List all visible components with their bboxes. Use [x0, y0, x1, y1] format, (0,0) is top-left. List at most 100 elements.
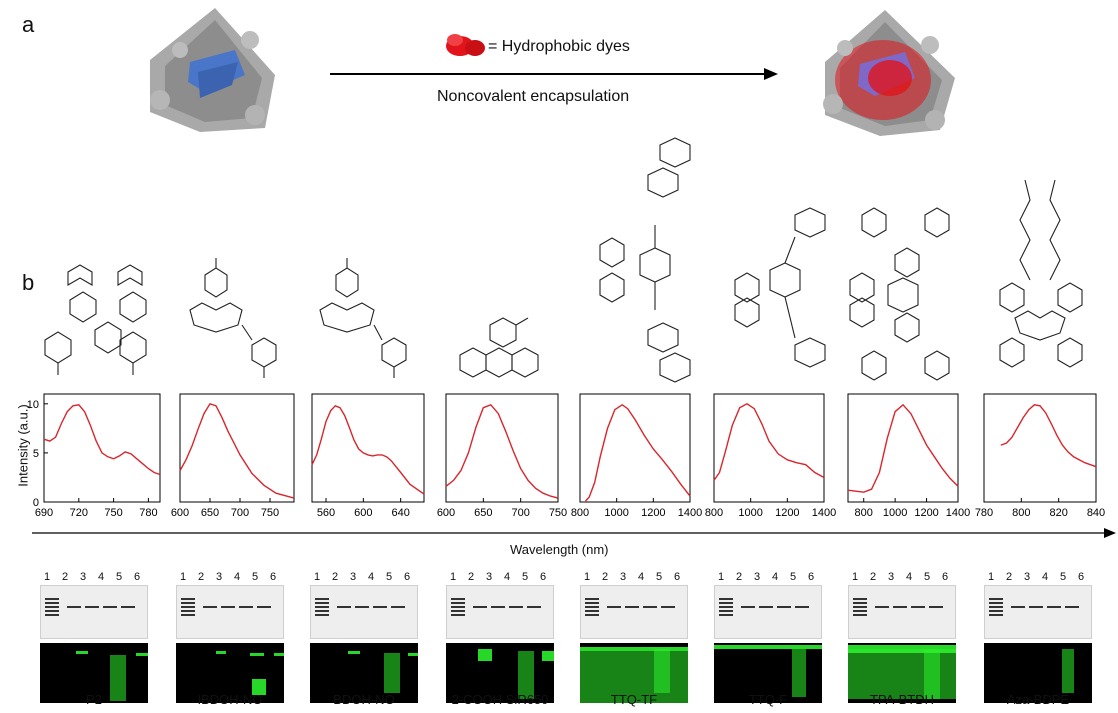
arrow-label: Noncovalent encapsulation	[437, 88, 630, 105]
spectrum-line	[179, 402, 295, 499]
molecule-ibdoh-no	[189, 258, 277, 378]
lane-number: 2	[602, 571, 609, 583]
x-tick-label: 700	[231, 507, 249, 519]
x-tick-label: 690	[35, 507, 53, 519]
lane-number: 3	[754, 571, 761, 583]
loaded-cage-icon	[823, 10, 955, 136]
chart-frame	[713, 393, 825, 503]
x-axis-label: Wavelength (nm)	[510, 542, 609, 557]
lane-number: 5	[924, 571, 931, 583]
lane-number: 2	[736, 571, 743, 583]
dye-name-label: BDOH-NO	[333, 692, 395, 707]
lane-number: 1	[450, 571, 457, 583]
x-tick-label: 1200	[641, 507, 665, 519]
x-tick-label: 800	[571, 507, 589, 519]
lane-number: 6	[674, 571, 681, 583]
x-tick-label: 840	[1087, 507, 1105, 519]
molecule-tpa-btdh	[849, 207, 950, 381]
spectrum-line	[847, 403, 959, 493]
lane-number: 5	[656, 571, 663, 583]
lane-number: 6	[134, 571, 141, 583]
gel-fluorescence-image	[40, 643, 148, 703]
lane-number: 3	[486, 571, 493, 583]
spectrum-line	[584, 403, 691, 502]
molecule-p2	[44, 264, 147, 375]
lane-number: 1	[180, 571, 187, 583]
x-tick-label: 1400	[678, 507, 702, 519]
molecule-ttq-tf	[599, 137, 691, 383]
x-tick-label: 650	[474, 507, 492, 519]
lane-number: 5	[1060, 571, 1067, 583]
lane-number: 4	[98, 571, 105, 583]
x-tick-label: 800	[705, 507, 723, 519]
x-tick-label: 1000	[883, 507, 907, 519]
chart-frame	[579, 393, 691, 503]
gel-stained-image	[446, 585, 554, 639]
spectrum-line	[713, 402, 825, 481]
x-tick-label: 800	[1012, 507, 1030, 519]
x-tick-label: 780	[975, 507, 993, 519]
gel-fluorescence-image	[714, 643, 822, 703]
lane-number: 3	[620, 571, 627, 583]
x-tick-label: 1000	[604, 507, 628, 519]
lane-number: 4	[1042, 571, 1049, 583]
lane-number: 3	[80, 571, 87, 583]
lane-number: 4	[234, 571, 241, 583]
dye-name-label: TTQ-F	[748, 692, 788, 707]
chart-frame	[847, 393, 959, 503]
panel-b-letter: b	[22, 270, 35, 295]
chart-frame	[311, 393, 425, 503]
x-tick-label: 750	[104, 507, 122, 519]
lane-number: 1	[44, 571, 51, 583]
lane-number: 4	[772, 571, 779, 583]
lane-number: 4	[368, 571, 375, 583]
chart-frame	[179, 393, 295, 503]
lane-number: 6	[808, 571, 815, 583]
x-tick-label: 650	[201, 507, 219, 519]
x-tick-label: 1400	[812, 507, 836, 519]
lane-number: 4	[638, 571, 645, 583]
molecule-bdoh-no	[319, 258, 407, 378]
gel-fluorescence-image	[580, 643, 688, 703]
molecule-ttq-f	[734, 207, 826, 368]
x-tick-label: 720	[70, 507, 88, 519]
y-tick-label: 5	[33, 448, 39, 460]
y-axis-label: Intensity (a.u.)	[15, 404, 31, 487]
chart-frame	[445, 393, 559, 503]
gel-stained-image	[176, 585, 284, 639]
gel-fluorescence-image	[446, 643, 554, 703]
spectrum-line	[1000, 404, 1097, 468]
x-tick-label: 750	[549, 507, 567, 519]
dye-name-label: P2	[86, 692, 102, 707]
x-tick-label: 640	[391, 507, 409, 519]
spectrum-line	[311, 404, 425, 495]
empty-cage-icon	[150, 8, 275, 132]
lane-number: 2	[468, 571, 475, 583]
lane-number: 5	[522, 571, 529, 583]
spectrum-line	[43, 404, 161, 476]
y-tick-label: 10	[27, 399, 39, 411]
x-tick-label: 600	[354, 507, 372, 519]
gel-stained-image	[580, 585, 688, 639]
lane-number: 5	[116, 571, 123, 583]
lane-number: 6	[404, 571, 411, 583]
chart-frame	[43, 393, 161, 503]
dye-name-label: TPA-BTDH	[869, 692, 935, 707]
gel-fluorescence-image	[848, 643, 956, 703]
x-tick-label: 1200	[775, 507, 799, 519]
dye-name-label: 2-COOH SiR650	[451, 692, 549, 707]
lane-number: 1	[852, 571, 859, 583]
panel-a-illustration	[150, 8, 955, 136]
y-tick-label: 0	[33, 497, 39, 509]
gel-stained-image	[40, 585, 148, 639]
